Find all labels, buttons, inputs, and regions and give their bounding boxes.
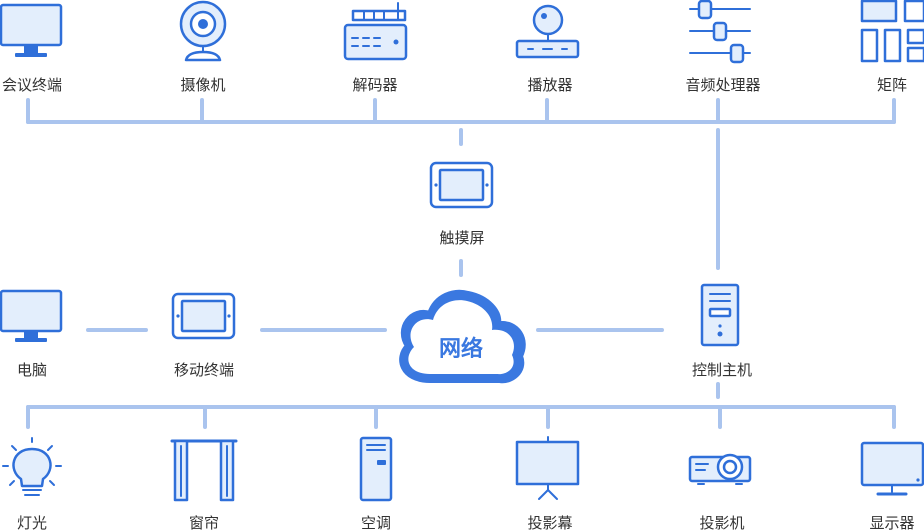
control-host-node: 控制主机	[692, 283, 752, 379]
mobile-terminal-label: 移动终端	[174, 361, 234, 379]
sliders-icon	[689, 0, 751, 64]
light-node: 灯光	[2, 437, 62, 531]
projection-screen-label: 投影幕	[527, 514, 572, 531]
decoder-label: 解码器	[352, 76, 397, 94]
projection-screen-node: 投影幕	[515, 436, 580, 531]
audio-processor-node: 音频处理器	[685, 0, 761, 94]
monitor-icon	[0, 3, 63, 57]
projector-node: 投影机	[688, 453, 752, 531]
cloud-icon	[399, 289, 526, 384]
projector-icon	[688, 453, 752, 485]
computer-node: 电脑	[0, 289, 63, 379]
monitor-icon	[0, 289, 63, 342]
control-host-label: 控制主机	[692, 361, 752, 379]
monitor-display-node: 显示器	[860, 441, 924, 531]
air-conditioner-node: 空调	[359, 436, 393, 531]
touch-screen-label: 触摸屏	[439, 229, 484, 247]
decoder-icon	[343, 2, 408, 61]
light-label: 灯光	[17, 514, 47, 531]
tablet-icon	[429, 161, 494, 209]
monitor-display-label: 显示器	[869, 514, 914, 531]
conference-terminal-node: 会议终端	[0, 3, 63, 94]
computer-label: 电脑	[17, 361, 47, 379]
curtain-node: 窗帘	[170, 439, 238, 531]
air-conditioner-label: 空调	[361, 514, 391, 531]
touch-screen-node: 触摸屏	[429, 161, 494, 247]
curtain-icon	[170, 439, 238, 502]
projection-screen-icon	[515, 436, 580, 500]
server-tower-icon	[700, 283, 740, 347]
conference-terminal-label: 会议终端	[2, 76, 62, 94]
projector-label: 投影机	[699, 514, 744, 531]
matrix-node: 矩阵	[860, 0, 924, 94]
decoder-node: 解码器	[343, 2, 408, 94]
connectors	[26, 98, 896, 429]
camera-label: 摄像机	[180, 76, 225, 94]
curtain-label: 窗帘	[189, 514, 219, 531]
player-icon	[515, 4, 580, 59]
player-label: 播放器	[527, 76, 572, 94]
camera-node: 摄像机	[179, 0, 227, 94]
display-icon	[860, 441, 924, 496]
mobile-terminal-node: 移动终端	[171, 292, 236, 379]
air-conditioner-icon	[359, 436, 393, 502]
matrix-label: 矩阵	[877, 76, 907, 94]
network-node: 网络	[399, 289, 526, 384]
light-bulb-icon	[2, 437, 62, 496]
network-label: 网络	[439, 336, 483, 362]
audio-processor-label: 音频处理器	[685, 76, 760, 94]
matrix-grid-icon	[860, 0, 924, 63]
webcam-icon	[179, 0, 227, 62]
tablet-icon	[171, 292, 236, 340]
player-node: 播放器	[515, 4, 580, 94]
